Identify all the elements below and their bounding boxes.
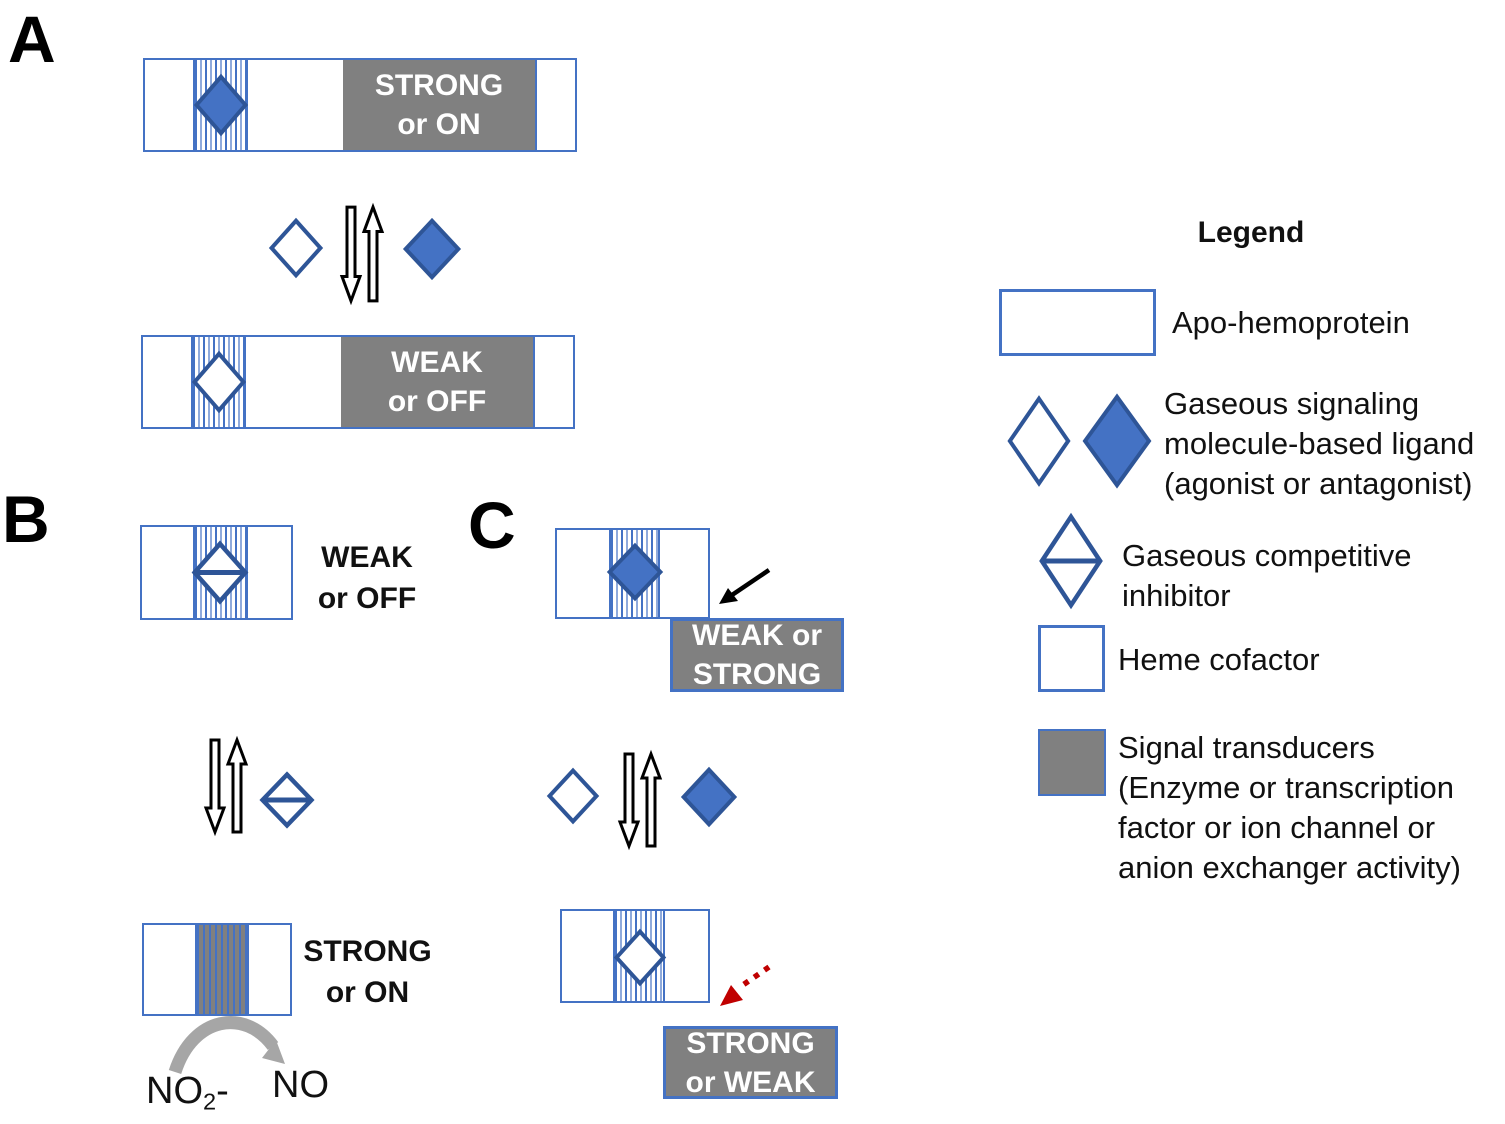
competitive-inhibitor-diamond-icon bbox=[1040, 514, 1102, 608]
open-diamond-ligand-icon bbox=[193, 352, 245, 412]
state-text-line: or ON bbox=[325, 975, 410, 1009]
state-label-b-top: WEAK or OFF bbox=[302, 538, 432, 619]
filled-diamond-ligand-icon bbox=[608, 544, 662, 600]
open-diamond-ligand-icon bbox=[548, 769, 598, 823]
red-dashed-arrow-icon bbox=[720, 964, 771, 1006]
legend-item-heme: Heme cofactor bbox=[1118, 640, 1320, 680]
substrate-charge: - bbox=[216, 1070, 229, 1112]
state-text-line: STRONG bbox=[303, 935, 432, 968]
legend-line: Heme cofactor bbox=[1118, 642, 1320, 677]
open-diamond-ligand-icon bbox=[1008, 396, 1070, 486]
hemoprotein-box-a-bottom: WEAK or OFF bbox=[141, 335, 575, 429]
legend-item-ligand: Gaseous signaling molecule-based ligand … bbox=[1164, 384, 1474, 504]
legend-item-transducers: Signal transducers (Enzyme or transcript… bbox=[1118, 728, 1461, 888]
state-label-b-bottom: STRONG or ON bbox=[295, 932, 440, 1013]
filled-diamond-ligand-icon bbox=[1083, 394, 1151, 488]
heme-cofactor-swatch bbox=[1038, 625, 1105, 692]
hemoprotein-box-b-bottom bbox=[142, 923, 292, 1016]
legend-line: Apo-hemoprotein bbox=[1172, 305, 1410, 340]
legend-line: (Enzyme or transcription bbox=[1118, 770, 1454, 805]
open-diamond-ligand-icon bbox=[270, 219, 322, 277]
legend-line: anion exchanger activity) bbox=[1118, 850, 1461, 885]
state-text-line: STRONG bbox=[686, 1026, 815, 1060]
legend-line: inhibitor bbox=[1122, 578, 1231, 613]
apo-hemoprotein-swatch bbox=[999, 289, 1156, 356]
hemoprotein-box-c-top bbox=[555, 528, 710, 619]
product-label: NO bbox=[272, 1064, 329, 1107]
panel-a-label: A bbox=[8, 2, 56, 76]
reaction-arc-arrow-icon bbox=[168, 1016, 285, 1075]
panel-c-label: C bbox=[468, 488, 516, 562]
state-text-line: WEAK bbox=[321, 541, 413, 574]
legend-line: factor or ion channel or bbox=[1118, 810, 1436, 845]
compartment-divider bbox=[535, 60, 537, 150]
legend-title: Legend bbox=[1197, 216, 1305, 249]
panel-b-label: B bbox=[2, 482, 50, 556]
equilibrium-arrows-icon bbox=[204, 736, 248, 836]
state-text-line: or OFF bbox=[317, 581, 417, 615]
equilibrium-arrows-icon bbox=[618, 750, 662, 850]
equilibrium-arrows-icon bbox=[340, 203, 384, 305]
hemoprotein-box-a-top: STRONG or ON bbox=[143, 58, 577, 152]
substrate-subscript: 2 bbox=[203, 1088, 217, 1115]
competitive-inhibitor-diamond-icon bbox=[261, 773, 313, 827]
state-text-line: STRONG bbox=[374, 69, 504, 102]
signal-transducer-box: STRONG or ON bbox=[343, 60, 535, 150]
state-text-line: WEAK or bbox=[692, 619, 822, 652]
substrate-formula: NO bbox=[146, 1070, 203, 1112]
filled-diamond-ligand-icon bbox=[682, 768, 736, 826]
state-text-line: STRONG bbox=[692, 658, 822, 691]
signal-transducer-box-c-bottom: STRONG or WEAK bbox=[663, 1026, 838, 1099]
hemoprotein-box-c-bottom bbox=[560, 909, 710, 1003]
signal-transducer-box-c-top: WEAK or STRONG bbox=[670, 618, 844, 692]
product-formula: NO bbox=[272, 1064, 329, 1106]
legend-item-inhibitor: Gaseous competitive inhibitor bbox=[1122, 536, 1411, 616]
state-text-line: WEAK bbox=[391, 346, 483, 379]
legend-line: molecule-based ligand bbox=[1164, 426, 1475, 461]
state-text-line: or OFF bbox=[387, 385, 487, 418]
signal-transducer-box: WEAK or OFF bbox=[341, 337, 533, 427]
heme-cofactor-region-occupied bbox=[195, 925, 249, 1014]
filled-diamond-ligand-icon bbox=[195, 75, 247, 135]
open-diamond-ligand-icon bbox=[615, 930, 665, 985]
black-arrow-icon bbox=[719, 568, 771, 604]
substrate-label: NO2- bbox=[146, 1070, 229, 1116]
legend-line: Gaseous signaling bbox=[1164, 386, 1420, 421]
competitive-inhibitor-diamond-icon bbox=[193, 542, 247, 603]
filled-diamond-ligand-icon bbox=[404, 219, 460, 279]
state-text-line: or ON bbox=[397, 108, 481, 141]
legend-item-apo-hemoprotein: Apo-hemoprotein bbox=[1172, 303, 1410, 343]
signal-transducer-swatch bbox=[1038, 729, 1106, 796]
compartment-divider bbox=[533, 337, 535, 427]
state-text-line: or WEAK bbox=[685, 1065, 816, 1099]
legend-line: Signal transducers bbox=[1118, 730, 1375, 765]
legend-line: (agonist or antagonist) bbox=[1164, 466, 1473, 501]
legend-line: Gaseous competitive bbox=[1122, 538, 1412, 573]
hemoprotein-box-b-top bbox=[140, 525, 293, 620]
